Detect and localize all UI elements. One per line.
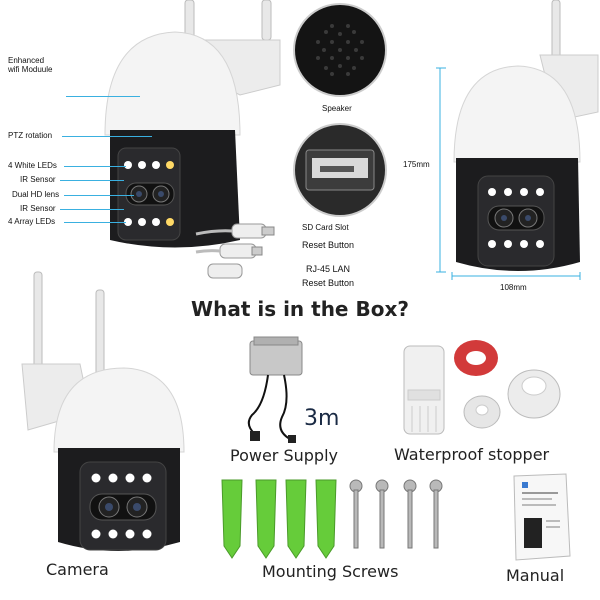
speaker-closeup (293, 3, 387, 97)
callout-line-white-leds (64, 166, 126, 167)
callout-line-wifi (66, 96, 140, 97)
label-ir-sensor-bottom: IR Sensor (20, 204, 56, 213)
camera-dimension-illustration (436, 0, 599, 280)
sd-card-slot-closeup (293, 123, 387, 217)
label-sd-card-slot: SD Card Slot (302, 223, 349, 232)
callout-line-array-leds (64, 222, 126, 223)
label-rj45-lan: RJ-45 LAN (306, 264, 351, 274)
label-height-175mm: 175mm (403, 160, 430, 169)
callout-line-ir-top (60, 180, 124, 181)
label-speaker: Speaker (322, 104, 352, 113)
label-wifi-module: Enhanced wifi Moduule (8, 56, 53, 74)
label-reset-button-top: Reset Button (302, 240, 355, 250)
callout-line-ir-bottom (60, 209, 124, 210)
power-supply-image (247, 336, 303, 443)
label-ptz-rotation: PTZ rotation (8, 131, 53, 140)
item-label-camera: Camera (46, 560, 109, 579)
callout-line-dual-lens (64, 195, 134, 196)
item-label-manual: Manual (506, 566, 565, 585)
item-label-mounting-screws: Mounting Screws (262, 562, 399, 581)
waterproof-stopper-image (403, 340, 561, 435)
label-reset-button-bottom: Reset Button (302, 278, 355, 288)
mounting-screws-image (221, 479, 443, 559)
camera-product-image (21, 271, 185, 551)
label-array-leds: 4 Array LEDs (8, 217, 56, 226)
cable-length-3m: 3m (304, 406, 340, 431)
item-label-waterproof-stopper: Waterproof stopper (394, 445, 550, 464)
label-width-108mm: 108mm (500, 283, 527, 292)
item-label-power-supply: Power Supply (230, 446, 338, 465)
label-white-leds: 4 White LEDs (8, 161, 57, 170)
box-contents-title: What is in the Box? (191, 297, 409, 321)
callout-line-ptz (62, 136, 152, 137)
label-dual-hd-lens: Dual HD lens (12, 190, 60, 199)
label-ir-sensor-top: IR Sensor (20, 175, 56, 184)
manual-image (513, 473, 571, 561)
camera-annotated-illustration (104, 0, 281, 248)
cable-connectors (195, 223, 275, 279)
